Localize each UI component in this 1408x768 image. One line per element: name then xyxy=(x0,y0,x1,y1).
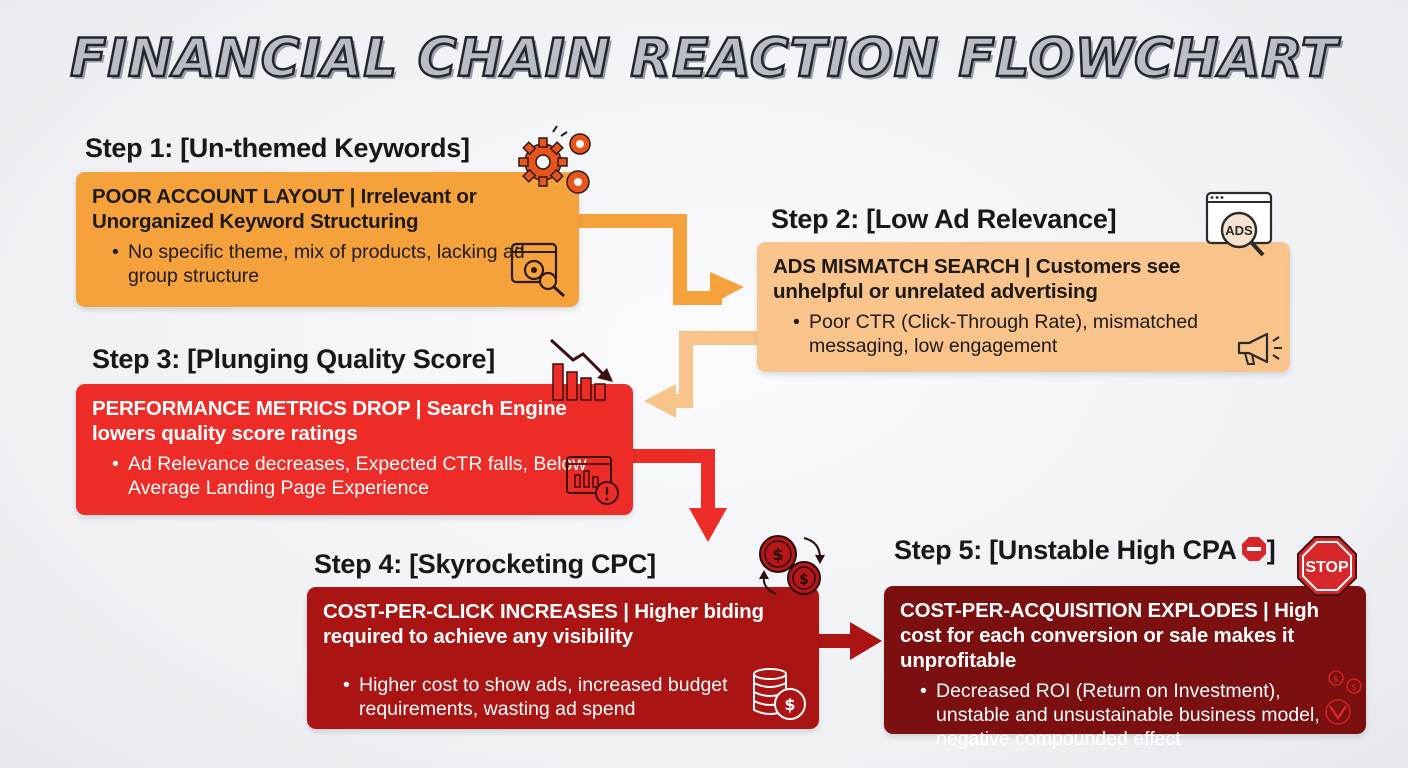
stop-sign-text: STOP xyxy=(1305,559,1349,576)
step-5-bullet: Decreased ROI (Return on Investment), un… xyxy=(900,679,1350,751)
step-4-box: COST-PER-CLICK INCREASES | Higher biding… xyxy=(307,587,819,729)
declining-chart-icon xyxy=(549,338,613,401)
svg-text:$: $ xyxy=(1351,683,1357,693)
step-2-bullet: Poor CTR (Click-Through Rate), mismatche… xyxy=(773,310,1274,358)
flowchart-title: FINANCIAL CHAIN REACTION FLOWCHART xyxy=(69,27,1338,91)
svg-text:$: $ xyxy=(799,572,809,588)
stop-sign-icon: STOP xyxy=(1297,536,1357,596)
step-1-label: Step 1: [Un-themed Keywords] xyxy=(85,133,470,163)
step-5-label-suffix: ] xyxy=(1266,535,1276,565)
svg-text:$: $ xyxy=(772,545,783,564)
gears-icon xyxy=(518,125,591,194)
arrow-head-step2 xyxy=(710,272,744,305)
svg-text:$: $ xyxy=(1333,675,1339,685)
ads-magnifier-icon: ADS xyxy=(1205,191,1273,257)
coin-exchange-icon: $ $ xyxy=(759,535,825,595)
step-3-label: Step 3: [Plunging Quality Score] xyxy=(92,344,495,374)
step-2-heading: ADS MISMATCH SEARCH | Customers see unhe… xyxy=(773,255,1181,303)
step-5-box: COST-PER-ACQUISITION EXPLODES | High cos… xyxy=(884,586,1366,750)
arrow-step2-to-step3 xyxy=(668,331,757,408)
arrow-head-step3 xyxy=(644,384,676,418)
step-5-heading: COST-PER-ACQUISITION EXPLODES | High cos… xyxy=(900,599,1319,672)
step-4-label: Step 4: [Skyrocketing CPC] xyxy=(314,549,656,579)
step-4-heading: COST-PER-CLICK INCREASES | Higher biding… xyxy=(323,600,764,648)
step-4-bullet: Higher cost to show ads, increased budge… xyxy=(323,673,803,721)
browser-warning-icon xyxy=(566,456,619,505)
step-2-label: Step 2: [Low Ad Relevance] xyxy=(771,204,1117,234)
falling-coins-icon: $ $ xyxy=(1325,670,1362,725)
step-3-bullet: Ad Relevance decreases, Expected CTR fal… xyxy=(92,452,617,500)
step-1-bullet: No specific theme, mix of products, lack… xyxy=(92,240,563,288)
step-5-label: Step 5: [Unstable High CPA] xyxy=(894,535,1276,566)
arrow-head-step5 xyxy=(850,622,882,660)
coin-stack-icon: $ xyxy=(753,668,806,720)
arrow-step3-to-step4 xyxy=(633,449,715,515)
stop-octagon-icon xyxy=(1241,537,1266,561)
arrow-head-step4 xyxy=(689,508,727,542)
ads-badge-text: ADS xyxy=(1225,223,1253,238)
arrow-step1-to-step2 xyxy=(579,214,722,305)
step-2-box: ADS MISMATCH SEARCH | Customers see unhe… xyxy=(757,242,1290,372)
web-search-settings-icon xyxy=(510,242,566,298)
step-3-heading: PERFORMANCE METRICS DROP | Search Engine… xyxy=(92,397,567,445)
step-1-heading: POOR ACCOUNT LAYOUT | Irrelevant or Unor… xyxy=(92,185,477,233)
svg-text:$: $ xyxy=(784,695,795,714)
step-1-box: POOR ACCOUNT LAYOUT | Irrelevant or Unor… xyxy=(76,172,579,307)
megaphone-icon xyxy=(1237,332,1282,365)
step-5-label-text: Step 5: [Unstable High CPA xyxy=(894,535,1237,565)
step-3-box: PERFORMANCE METRICS DROP | Search Engine… xyxy=(76,384,633,515)
